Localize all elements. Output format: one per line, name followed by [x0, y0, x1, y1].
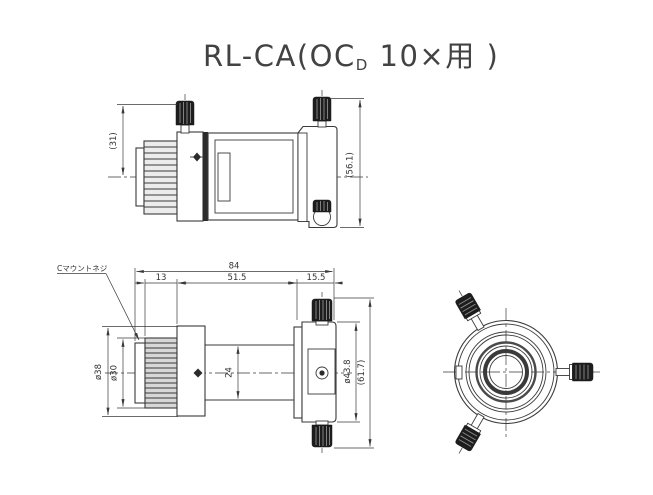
section-view: Cマウントネジ 84 13 51.5 1: [57, 262, 374, 453]
dim-label-24: 24: [225, 367, 235, 378]
title-main: RL-CA(OC: [203, 39, 356, 73]
c-mount-label-text: Cマウントネジ: [57, 264, 108, 273]
c-mount-label: Cマウントネジ: [57, 264, 140, 341]
screw-stem: [317, 120, 327, 128]
c-mount-cap-side: [135, 147, 145, 207]
dim-84: 84: [134, 262, 335, 341]
dim-label-15-5: 15.5: [307, 273, 326, 283]
dim-15-5: 15.5: [289, 273, 343, 285]
flange-circles: [453, 319, 559, 425]
thumb-screw-flange-top: [311, 292, 333, 326]
dim-label-dia30: ø30: [110, 365, 120, 381]
title-subscript: D: [356, 56, 369, 74]
dim-61-7: (61.7): [334, 297, 374, 449]
inner-ring: [475, 341, 537, 403]
dim-24: 24: [225, 346, 240, 399]
dim-31: (31): [109, 104, 177, 176]
mount-flange-section: [293, 321, 337, 423]
clamp-screw: [319, 370, 325, 376]
knurled-ring-side: [143, 140, 178, 215]
thumb-screw-front-lower-left: [455, 412, 485, 454]
thumb-screw-flange-bottom: [311, 420, 333, 453]
dim-label-56-1: (56.1): [346, 152, 356, 178]
dim-label-84: 84: [229, 262, 240, 272]
flange-collar-side: [297, 132, 308, 222]
title-suffix: 10×用 ): [369, 39, 499, 73]
thumb-screw-front-right: [555, 362, 600, 382]
dim-label-61-7: (61.7): [357, 360, 367, 386]
screw-stem: [180, 124, 190, 134]
dim-56-1: (56.1): [331, 98, 364, 228]
barrel-side: [207, 132, 299, 221]
bottom-knob-side: [312, 199, 332, 226]
index-mark-section: [193, 368, 203, 378]
drawing-title: RL-CA(OCD 10×用 ): [203, 39, 499, 74]
dim-label-31: (31): [109, 132, 119, 149]
dim-label-dia43-8: ø43.8: [343, 359, 353, 383]
front-view: [443, 290, 600, 454]
c-mount-cap-section: [134, 342, 146, 404]
separator-band: [203, 132, 208, 221]
side-view: (31) (56.1): [108, 90, 368, 229]
leader-line: [105, 273, 140, 341]
thumb-screw-top-left: [175, 94, 195, 134]
neck-section: [204, 344, 295, 401]
dim-label-dia38: ø38: [94, 364, 104, 380]
dim-dia43-8: ø43.8: [337, 321, 360, 423]
thumb-screw-top-right: [312, 90, 332, 128]
index-mark-side: [190, 152, 204, 162]
dim-dia30: ø30: [110, 337, 146, 409]
clamp-ring-side: [176, 131, 204, 222]
dim-dia38: ø38: [94, 326, 178, 417]
dim-51-5: 51.5: [176, 273, 298, 324]
edge-notch: [455, 365, 463, 380]
bore-ring: [483, 349, 529, 395]
dim-label-13: 13: [156, 273, 167, 283]
body-section: [176, 325, 206, 417]
dim-label-51-5: 51.5: [228, 273, 247, 283]
thumb-screw-front-upper-left: [455, 290, 485, 332]
knurled-ring-section: [144, 337, 178, 409]
barrel-window-inner: [217, 152, 231, 202]
